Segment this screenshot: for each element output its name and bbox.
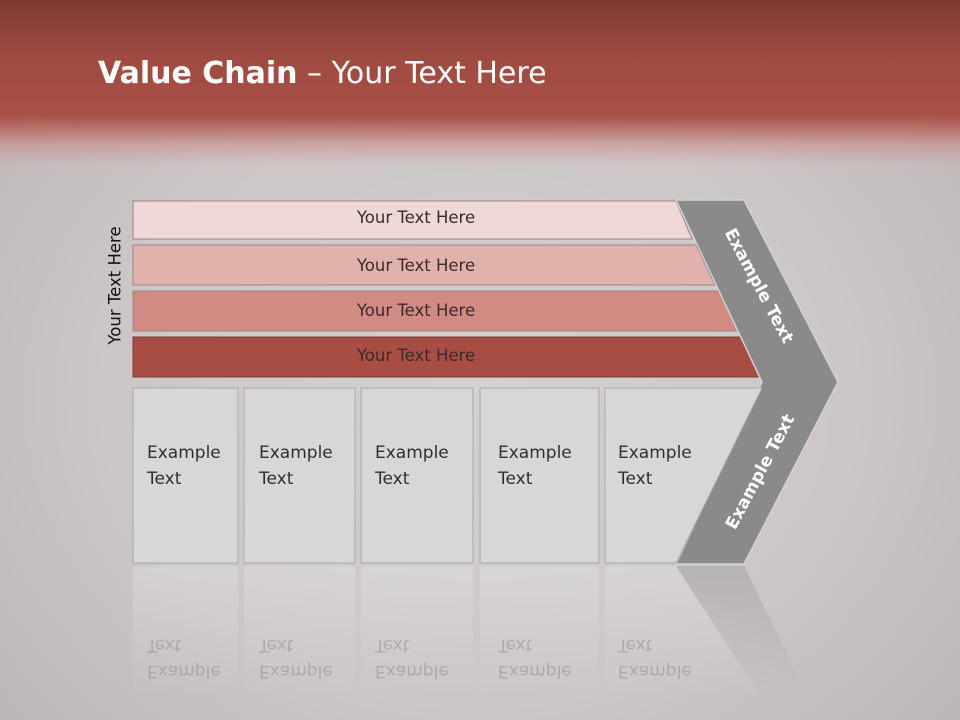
band-1 [132,200,693,240]
column-5-line1: Example [618,443,692,463]
column-3-reflection-line1: Example [375,661,449,681]
column-reflection-4 [480,566,599,696]
slide-title: Value Chain – Your Text Here [98,56,547,91]
column-3-reflection-text: Example Text [375,632,449,684]
column-3-line2: Text [375,469,410,489]
column-4 [479,387,600,564]
column-4-reflection-text: Example Text [498,632,572,684]
column-5-reflection-line1: Example [618,661,692,681]
band-1-label: Your Text Here [356,208,476,227]
title-bold: Value Chain [98,56,298,91]
column-1-reflection-text: Example Text [147,632,221,684]
column-5-reflection-text: Example Text [618,632,692,684]
column-2 [243,387,356,564]
column-1-reflection-line1: Example [147,661,221,681]
column-2-line1: Example [259,443,333,463]
column-4-line2: Text [498,469,533,489]
column-5-line2: Text [618,469,653,489]
column-1-reflection-line2: Text [147,635,182,655]
title-bar [0,0,960,165]
column-4-reflection-line1: Example [498,661,572,681]
column-1-line2: Text [147,469,182,489]
band-2 [132,244,716,286]
chevron-arrow [674,199,839,565]
column-4-line1: Example [498,443,572,463]
column-3-reflection-line2: Text [375,635,410,655]
side-label: Your Text Here [105,226,125,345]
column-2-reflection-line2: Text [259,635,294,655]
column-2-reflection-line1: Example [259,661,333,681]
column-1-line1: Example [147,443,221,463]
band-2-label: Your Text Here [356,256,476,275]
band-3-label: Your Text Here [356,301,476,320]
band-4-label: Your Text Here [356,346,476,365]
column-2-reflection-text: Example Text [259,632,333,684]
column-3-line1: Example [375,443,449,463]
column-3 [360,387,474,564]
column-4-reflection-line2: Text [498,635,533,655]
column-5 [604,387,763,564]
column-reflection-2 [244,566,355,696]
column-1 [132,387,239,564]
arrow-reflection [676,566,808,696]
column-5-reflection-line2: Text [618,635,653,655]
title-rest: – Your Text Here [297,56,547,91]
column-reflection-3 [361,566,473,696]
column-reflection-1 [133,566,238,696]
column-2-line2: Text [259,469,294,489]
column-reflection-5 [605,566,762,696]
